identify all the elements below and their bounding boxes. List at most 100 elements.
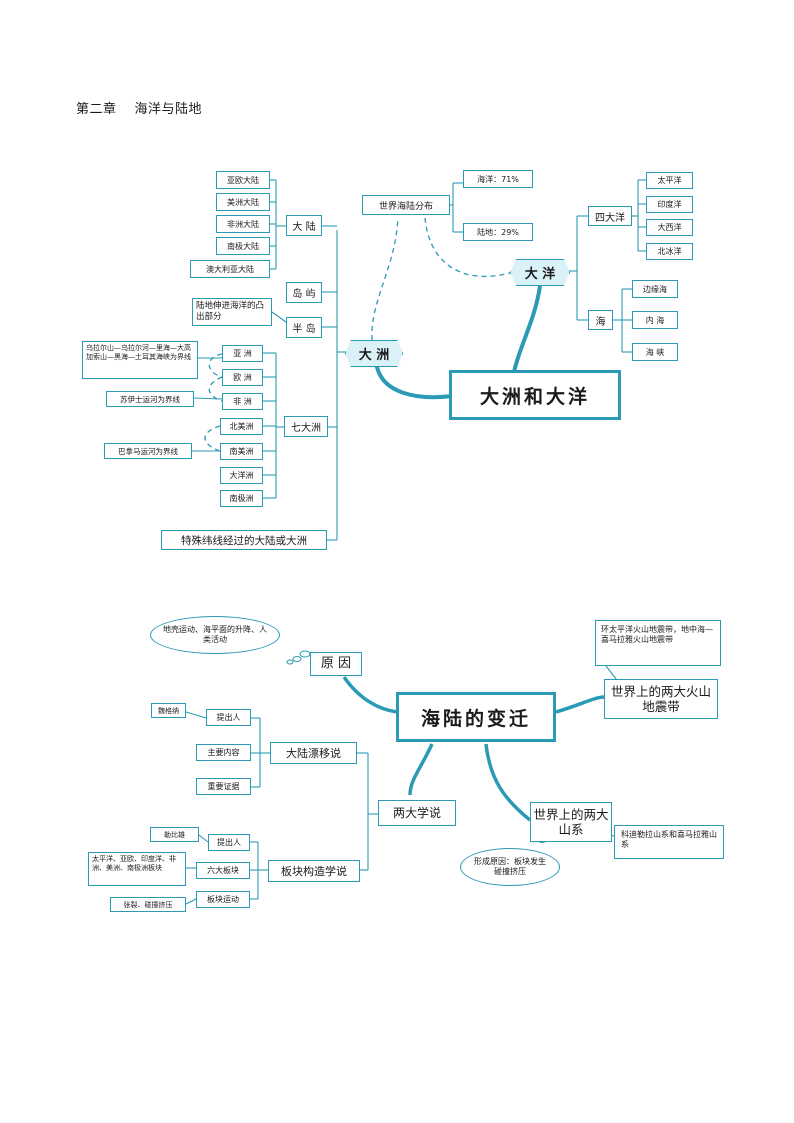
center-node-sea-land-changes: 海陆的变迁 xyxy=(396,692,556,742)
node-bandao: 半 岛 xyxy=(286,317,322,338)
mountains-note-text: 科迪勒拉山系和喜马拉雅山系 xyxy=(621,830,717,849)
plate-motion-note: 张裂、碰撞挤压 xyxy=(110,897,186,912)
drift-proposer-text: 魏格纳 xyxy=(158,706,179,715)
sea-item-label: 内 海 xyxy=(645,315,665,325)
node-qidazhou: 七大洲 xyxy=(284,416,328,437)
continent-item-label: 南美洲 xyxy=(229,447,254,456)
daoyu-label: 岛 屿 xyxy=(292,289,316,300)
note-asia-europe-boundary: 乌拉尔山—乌拉尔河—里海—大高加索山—黑海—土耳其海峡为界线 xyxy=(82,341,198,379)
node-dayang-label: 大 洋 xyxy=(524,267,556,282)
node-volcano-earthquake-belts: 世界上的两大火山地震带 xyxy=(604,679,718,719)
bandao-note-text: 陆地伸进海洋的凸出部分 xyxy=(196,301,265,322)
mountains-label: 世界上的两大山系 xyxy=(533,807,609,837)
note-suez-text: 苏伊士运河为界线 xyxy=(120,394,180,404)
node-two-theories: 两大学说 xyxy=(378,800,456,826)
node-continental-drift: 大陆漂移说 xyxy=(270,742,357,764)
dalu-item-label: 亚欧大陆 xyxy=(227,175,259,185)
drift-proposer: 魏格纳 xyxy=(151,703,186,718)
note-suez: 苏伊士运河为界线 xyxy=(106,391,194,407)
plate-label: 板块构造学说 xyxy=(281,865,347,878)
continent-item: 大洋洲 xyxy=(220,467,263,484)
mountains-reason: 形成原因：板块发生碰撞挤压 xyxy=(460,848,560,886)
cause-note-text: 地壳运动、海平面的升降、人类活动 xyxy=(163,624,267,644)
node-ocean-percent: 海洋：71% xyxy=(463,170,533,188)
dalu-item: 非洲大陆 xyxy=(216,215,270,233)
continent-item-label: 大洋洲 xyxy=(229,471,254,480)
bandao-label: 半 岛 xyxy=(292,324,316,335)
plate-proposer: 勒比雄 xyxy=(150,827,199,842)
ocean-item-label: 北冰洋 xyxy=(657,247,682,256)
dalu-item: 美洲大陆 xyxy=(216,193,270,211)
continent-item: 北美洲 xyxy=(220,418,263,435)
node-dazhou: 大 洲 xyxy=(345,340,403,367)
continent-item: 亚 洲 xyxy=(222,345,263,362)
continent-item-label: 亚 洲 xyxy=(233,349,252,358)
dalu-item: 南极大陆 xyxy=(216,237,270,255)
plate-proposer-text: 勒比雄 xyxy=(164,830,185,839)
mountains-reason-text: 形成原因：板块发生碰撞挤压 xyxy=(474,856,546,876)
plate-list-text: 太平洋、亚欧、印度洋、非洲、美洲、南极洲板块 xyxy=(92,855,176,872)
dalu-item-label: 非洲大陆 xyxy=(227,219,259,229)
ocean-item: 太平洋 xyxy=(646,172,693,189)
plate-item: 板块运动 xyxy=(196,891,250,908)
ocean-item-label: 印度洋 xyxy=(657,200,682,209)
drift-item: 主要内容 xyxy=(196,744,251,761)
plate-item-label: 六大板块 xyxy=(207,866,239,875)
theories-label: 两大学说 xyxy=(392,805,441,820)
sea-item-label: 边缘海 xyxy=(643,284,667,294)
sea-item: 海 峡 xyxy=(632,343,678,361)
belts-note-text: 环太平洋火山地震带，地中海—喜马拉雅火山地震带 xyxy=(601,625,713,644)
belts-note: 环太平洋火山地震带，地中海—喜马拉雅火山地震带 xyxy=(595,620,721,666)
note-panama-text: 巴拿马运河为界线 xyxy=(118,446,178,456)
dalu-item-label: 南极大陆 xyxy=(227,241,259,251)
ocean-item-label: 太平洋 xyxy=(657,176,682,185)
cause-label: 原 因 xyxy=(320,656,352,672)
dalu-item: 澳大利亚大陆 xyxy=(190,260,270,278)
dalu-label: 大 陆 xyxy=(292,222,316,233)
node-cause: 原 因 xyxy=(310,652,362,676)
distribution-label: 世界海陆分布 xyxy=(378,201,433,212)
drift-item: 重要证据 xyxy=(196,778,251,795)
drift-item-label: 主要内容 xyxy=(207,748,240,757)
drift-item-label: 提出人 xyxy=(216,713,241,722)
drift-label: 大陆漂移说 xyxy=(286,747,341,760)
node-mountain-systems: 世界上的两大山系 xyxy=(530,802,612,842)
plate-item-label: 板块运动 xyxy=(207,895,239,904)
qidazhou-label: 七大洲 xyxy=(291,423,321,434)
node-hai: 海 xyxy=(588,310,613,330)
special-label: 特殊纬线经过的大陆或大洲 xyxy=(181,534,307,547)
continent-item-label: 北美洲 xyxy=(229,422,254,431)
ocean-item: 印度洋 xyxy=(646,196,693,213)
center-node-continents-oceans: 大洲和大洋 xyxy=(449,370,621,420)
continent-item-label: 欧 洲 xyxy=(233,373,252,382)
node-dazhou-label: 大 洲 xyxy=(358,348,390,363)
sidayang-label: 四大洋 xyxy=(595,212,625,224)
node-sea-land-distribution: 世界海陆分布 xyxy=(362,195,450,215)
node-sidayang: 四大洋 xyxy=(588,206,632,226)
node-daoyu: 岛 屿 xyxy=(286,282,322,303)
hai-label: 海 xyxy=(595,316,606,328)
mountains-note: 科迪勒拉山系和喜马拉雅山系 xyxy=(614,825,724,859)
node-land-percent: 陆地：29% xyxy=(463,223,533,241)
cause-note: 地壳运动、海平面的升降、人类活动 xyxy=(150,616,280,654)
plate-motion-text: 张裂、碰撞挤压 xyxy=(123,900,173,909)
bandao-note: 陆地伸进海洋的凸出部分 xyxy=(192,298,272,326)
plate-item: 提出人 xyxy=(208,834,250,851)
center-label: 大洲和大洋 xyxy=(479,385,590,408)
node-special-latitudes: 特殊纬线经过的大陆或大洲 xyxy=(161,530,327,550)
continent-item: 南美洲 xyxy=(220,443,263,460)
node-dayang: 大 洋 xyxy=(510,259,570,286)
ocean-item: 大西洋 xyxy=(646,219,693,236)
dalu-item: 亚欧大陆 xyxy=(216,171,270,189)
belts-label: 世界上的两大火山地震带 xyxy=(610,684,711,714)
continent-item: 南极洲 xyxy=(220,490,263,507)
continent-item: 欧 洲 xyxy=(222,369,263,386)
dalu-item-label: 美洲大陆 xyxy=(227,197,259,207)
dalu-item-label: 澳大利亚大陆 xyxy=(206,264,254,274)
chapter-title: 海洋与陆地 xyxy=(134,102,203,117)
ocean-item: 北冰洋 xyxy=(646,243,693,260)
plate-list-note: 太平洋、亚欧、印度洋、非洲、美洲、南极洲板块 xyxy=(88,852,186,886)
sea-item-label: 海 峡 xyxy=(645,347,665,357)
land-percent-label: 陆地：29% xyxy=(477,227,519,237)
